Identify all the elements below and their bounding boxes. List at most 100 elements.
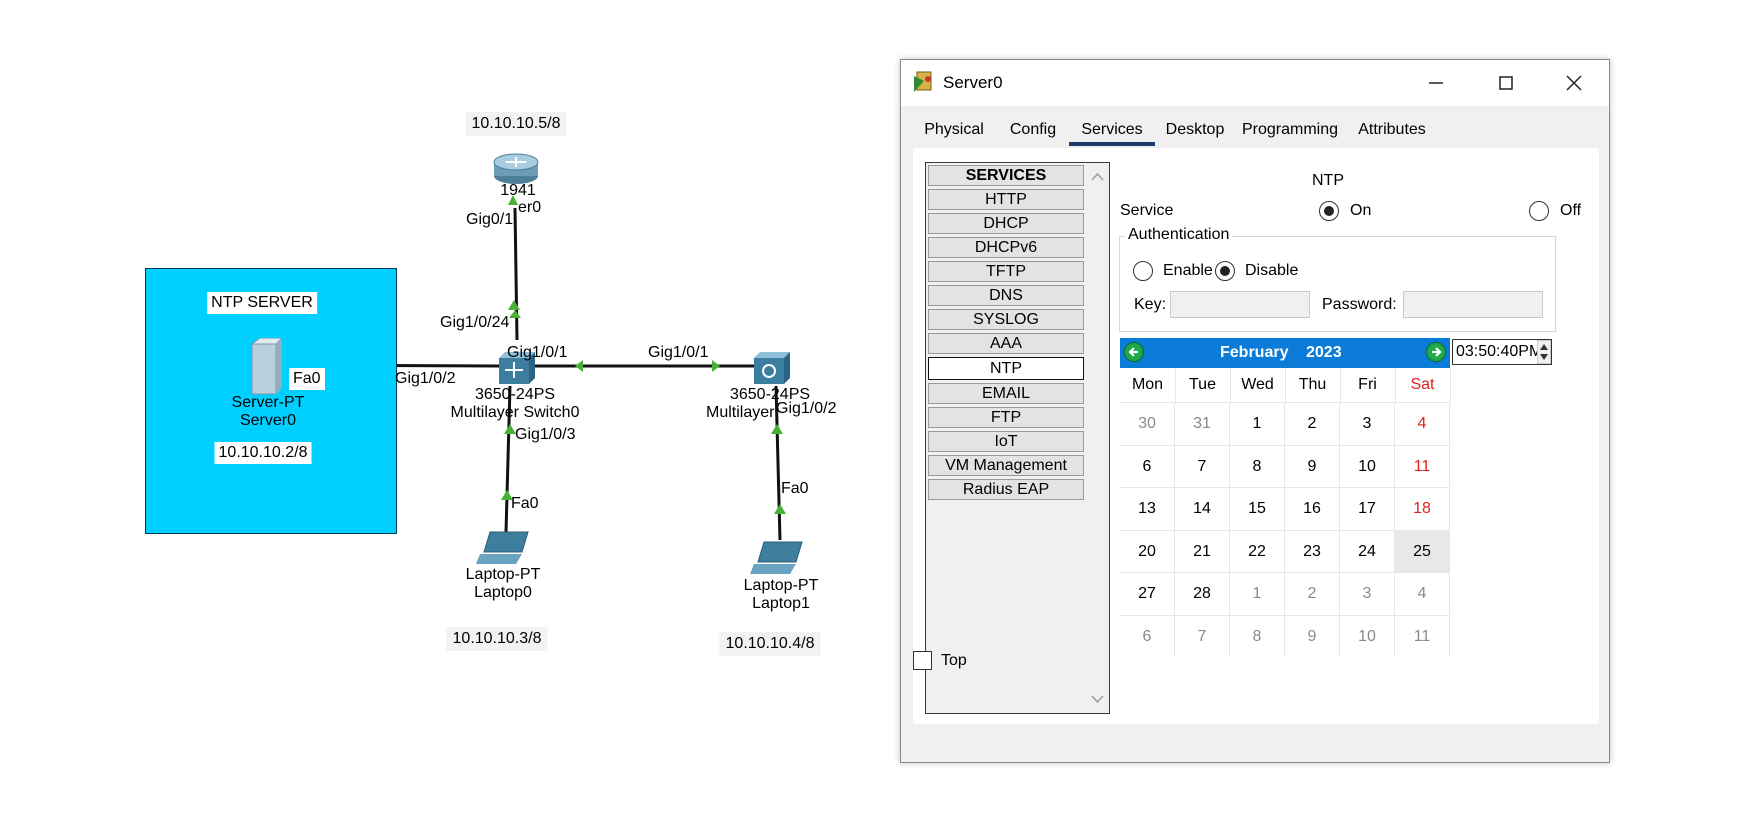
time-spinbox[interactable]: 03:50:40PM [1452, 339, 1552, 365]
tab-programming[interactable]: Programming [1237, 114, 1343, 146]
multilayer-switch1-icon[interactable] [752, 350, 790, 386]
auth-enable-radio[interactable] [1133, 261, 1153, 281]
key-field[interactable] [1170, 291, 1310, 318]
calendar-day[interactable]: 21 [1175, 529, 1230, 572]
calendar-day[interactable]: 10 [1340, 444, 1395, 487]
switch1-model-label: 3650-24PS [729, 386, 811, 403]
service-syslog[interactable]: SYSLOG [928, 309, 1084, 330]
calendar-day[interactable]: 25 [1395, 529, 1450, 572]
time-value[interactable]: 03:50:40PM [1456, 343, 1543, 360]
service-dhcp[interactable]: DHCP [928, 213, 1084, 234]
tab-services[interactable]: Services [1069, 114, 1155, 146]
service-vm-management[interactable]: VM Management [928, 455, 1084, 476]
laptop1-icon[interactable] [750, 540, 804, 576]
service-on-label: On [1350, 202, 1372, 219]
calendar-day[interactable]: 1 [1230, 402, 1285, 445]
laptop0-name-label: Laptop0 [474, 584, 532, 601]
calendar-day[interactable]: 8 [1230, 614, 1285, 657]
laptop1-name-label: Laptop1 [752, 595, 810, 612]
calendar-day[interactable]: 1 [1230, 572, 1285, 615]
scroll-up-icon[interactable] [1086, 169, 1109, 185]
service-http[interactable]: HTTP [928, 189, 1084, 210]
calendar-year[interactable]: 2023 [1306, 344, 1342, 361]
laptop0-icon[interactable] [476, 530, 530, 566]
calendar-day[interactable]: 10 [1340, 614, 1395, 657]
calendar-day[interactable]: 20 [1120, 529, 1175, 572]
router-port-label: Gig0/1 [466, 211, 514, 228]
calendar-day[interactable]: 23 [1285, 529, 1340, 572]
service-iot[interactable]: IoT [928, 431, 1084, 452]
calendar-day[interactable]: 27 [1120, 572, 1175, 615]
spinner-arrows-icon[interactable] [1537, 340, 1551, 364]
service-radius-eap[interactable]: Radius EAP [928, 479, 1084, 500]
calendar-day[interactable]: 8 [1230, 444, 1285, 487]
tab-physical[interactable]: Physical [913, 114, 995, 146]
auth-disable-radio[interactable] [1215, 261, 1235, 281]
calendar-next-button[interactable] [1426, 342, 1446, 362]
calendar-day[interactable]: 7 [1175, 444, 1230, 487]
calendar-day[interactable]: 2 [1285, 572, 1340, 615]
server-icon[interactable] [250, 338, 282, 396]
calendar-day[interactable]: 18 [1395, 487, 1450, 530]
calendar-day[interactable]: 22 [1230, 529, 1285, 572]
server0-window: Server0 Physical Config Services Desktop… [900, 59, 1610, 763]
scroll-down-icon[interactable] [1086, 691, 1109, 707]
service-tftp[interactable]: TFTP [928, 261, 1084, 282]
calendar-day[interactable]: 31 [1175, 402, 1230, 445]
router-ip-label: 10.10.10.5/8 [465, 112, 567, 136]
calendar-month[interactable]: February [1220, 344, 1289, 361]
server-model-label: Server-PT [231, 394, 305, 411]
calendar-header: February 2023 [1120, 338, 1450, 368]
password-field[interactable] [1403, 291, 1543, 318]
calendar-day[interactable]: 2 [1285, 402, 1340, 445]
ntp-area-title: NTP SERVER [207, 292, 317, 314]
calendar-day[interactable]: 11 [1395, 614, 1450, 657]
switch1-port-bottom-label: Gig1/0/2 [776, 400, 837, 417]
calendar-prev-button[interactable] [1124, 342, 1144, 362]
close-button[interactable] [1539, 60, 1609, 106]
calendar-day[interactable]: 6 [1120, 444, 1175, 487]
calendar-day[interactable]: 30 [1120, 402, 1175, 445]
calendar-day[interactable]: 4 [1395, 402, 1450, 445]
router-icon[interactable] [492, 150, 540, 186]
service-dns[interactable]: DNS [928, 285, 1084, 306]
multilayer-switch0-icon[interactable] [497, 350, 535, 386]
calendar-day[interactable]: 3 [1340, 572, 1395, 615]
network-topology-canvas[interactable]: NTP SERVER 10.10.10.5/8 1941 er0 Gig0/1 … [0, 0, 900, 838]
calendar-day[interactable]: 9 [1285, 444, 1340, 487]
service-ftp[interactable]: FTP [928, 407, 1084, 428]
services-panel: SERVICES HTTP DHCP DHCPv6 TFTP DNS SYSLO… [913, 148, 1599, 724]
service-on-radio[interactable] [1319, 201, 1339, 221]
minimize-button[interactable] [1401, 60, 1471, 106]
service-email[interactable]: EMAIL [928, 383, 1084, 404]
tab-config[interactable]: Config [997, 114, 1069, 146]
calendar-day[interactable]: 15 [1230, 487, 1285, 530]
top-checkbox-label: Top [941, 652, 967, 669]
calendar-day[interactable]: 14 [1175, 487, 1230, 530]
laptop0-port-label: Fa0 [511, 495, 539, 512]
server-port-label: Fa0 [289, 368, 325, 390]
service-aaa[interactable]: AAA [928, 333, 1084, 354]
calendar-day[interactable]: 13 [1120, 487, 1175, 530]
close-icon [1566, 75, 1582, 91]
maximize-button[interactable] [1471, 60, 1541, 106]
tab-attributes[interactable]: Attributes [1347, 114, 1437, 146]
calendar-day[interactable]: 7 [1175, 614, 1230, 657]
services-list-header: SERVICES [928, 165, 1084, 186]
calendar-day[interactable]: 3 [1340, 402, 1395, 445]
calendar-day[interactable]: 11 [1395, 444, 1450, 487]
services-scrollbar[interactable] [1086, 163, 1109, 713]
title-bar[interactable]: Server0 [901, 60, 1609, 106]
top-checkbox[interactable] [913, 651, 932, 670]
calendar-day[interactable]: 4 [1395, 572, 1450, 615]
calendar-day[interactable]: 17 [1340, 487, 1395, 530]
calendar-day[interactable]: 24 [1340, 529, 1395, 572]
calendar-day[interactable]: 9 [1285, 614, 1340, 657]
calendar-day[interactable]: 28 [1175, 572, 1230, 615]
service-dhcpv6[interactable]: DHCPv6 [928, 237, 1084, 258]
calendar-day[interactable]: 6 [1120, 614, 1175, 657]
calendar-day[interactable]: 16 [1285, 487, 1340, 530]
service-off-radio[interactable] [1529, 201, 1549, 221]
tab-desktop[interactable]: Desktop [1157, 114, 1233, 146]
service-ntp[interactable]: NTP [928, 357, 1084, 380]
